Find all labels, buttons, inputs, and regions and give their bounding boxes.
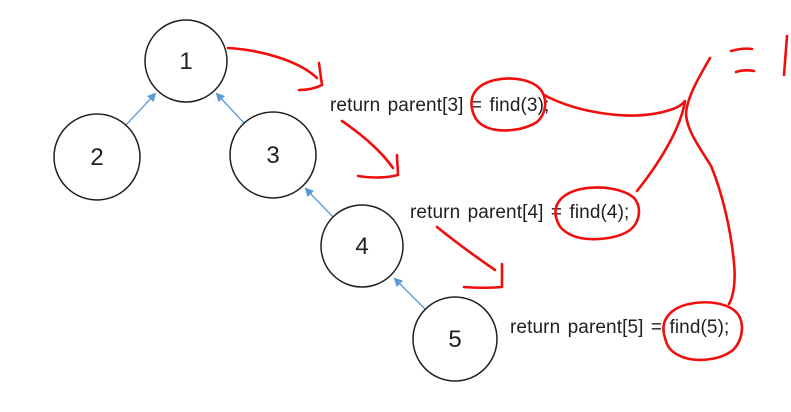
node-4-label: 4 — [355, 233, 368, 260]
code-line-find5: return parent[5] = find(5); — [510, 317, 729, 338]
red-arrow-line1-to-line2-head — [356, 153, 400, 179]
node-2-label: 2 — [90, 144, 103, 171]
tree-edges — [125, 92, 426, 310]
red-arrow-from-node1-curve — [226, 46, 319, 80]
node-2-circle — [53, 113, 141, 201]
red-connector-to-find5 — [684, 56, 736, 306]
edge-arrow-5-to-4 — [393, 277, 426, 310]
equals-bottom-stroke — [734, 69, 756, 74]
node-4: 4 — [320, 204, 404, 288]
red-circle-find4 — [554, 186, 641, 241]
red-arrow-line2-to-line3-curve — [435, 225, 497, 272]
red-arrow-line1-to-line2-curve — [340, 119, 395, 170]
code-line-find4: return parent[4] = find(4); — [410, 202, 629, 223]
node-3-label: 3 — [266, 142, 279, 169]
one-stroke — [782, 34, 789, 77]
node-3-circle — [229, 111, 317, 199]
edge-arrow-4-to-3 — [304, 187, 334, 218]
node-1-circle — [144, 19, 228, 103]
red-connector-find3-to-find4 — [542, 93, 687, 193]
tree-nodes: 1 2 3 4 5 — [53, 19, 498, 382]
node-4-circle — [320, 204, 404, 288]
red-arrow-line2-to-line3-head — [462, 262, 504, 290]
edge-arrow-3-to-1 — [215, 92, 245, 124]
code-line-find3: return parent[3] = find(3); — [330, 95, 549, 116]
equals-top-stroke — [729, 47, 754, 53]
node-1-label: 1 — [179, 48, 192, 75]
edge-arrow-2-to-1 — [125, 92, 157, 126]
red-circle-find5 — [662, 301, 744, 362]
code-lines: return parent[3] = find(3); return paren… — [330, 95, 729, 338]
red-arrow-from-node1-head — [297, 61, 324, 92]
node-5-label: 5 — [448, 326, 461, 353]
red-pen-annotations — [226, 34, 789, 362]
red-circle-find3 — [470, 77, 547, 132]
node-3: 3 — [229, 111, 317, 199]
node-5-circle — [412, 296, 498, 382]
node-1: 1 — [144, 19, 228, 103]
handwritten-equals-one — [729, 34, 789, 77]
node-5: 5 — [412, 296, 498, 382]
node-2: 2 — [53, 113, 141, 201]
